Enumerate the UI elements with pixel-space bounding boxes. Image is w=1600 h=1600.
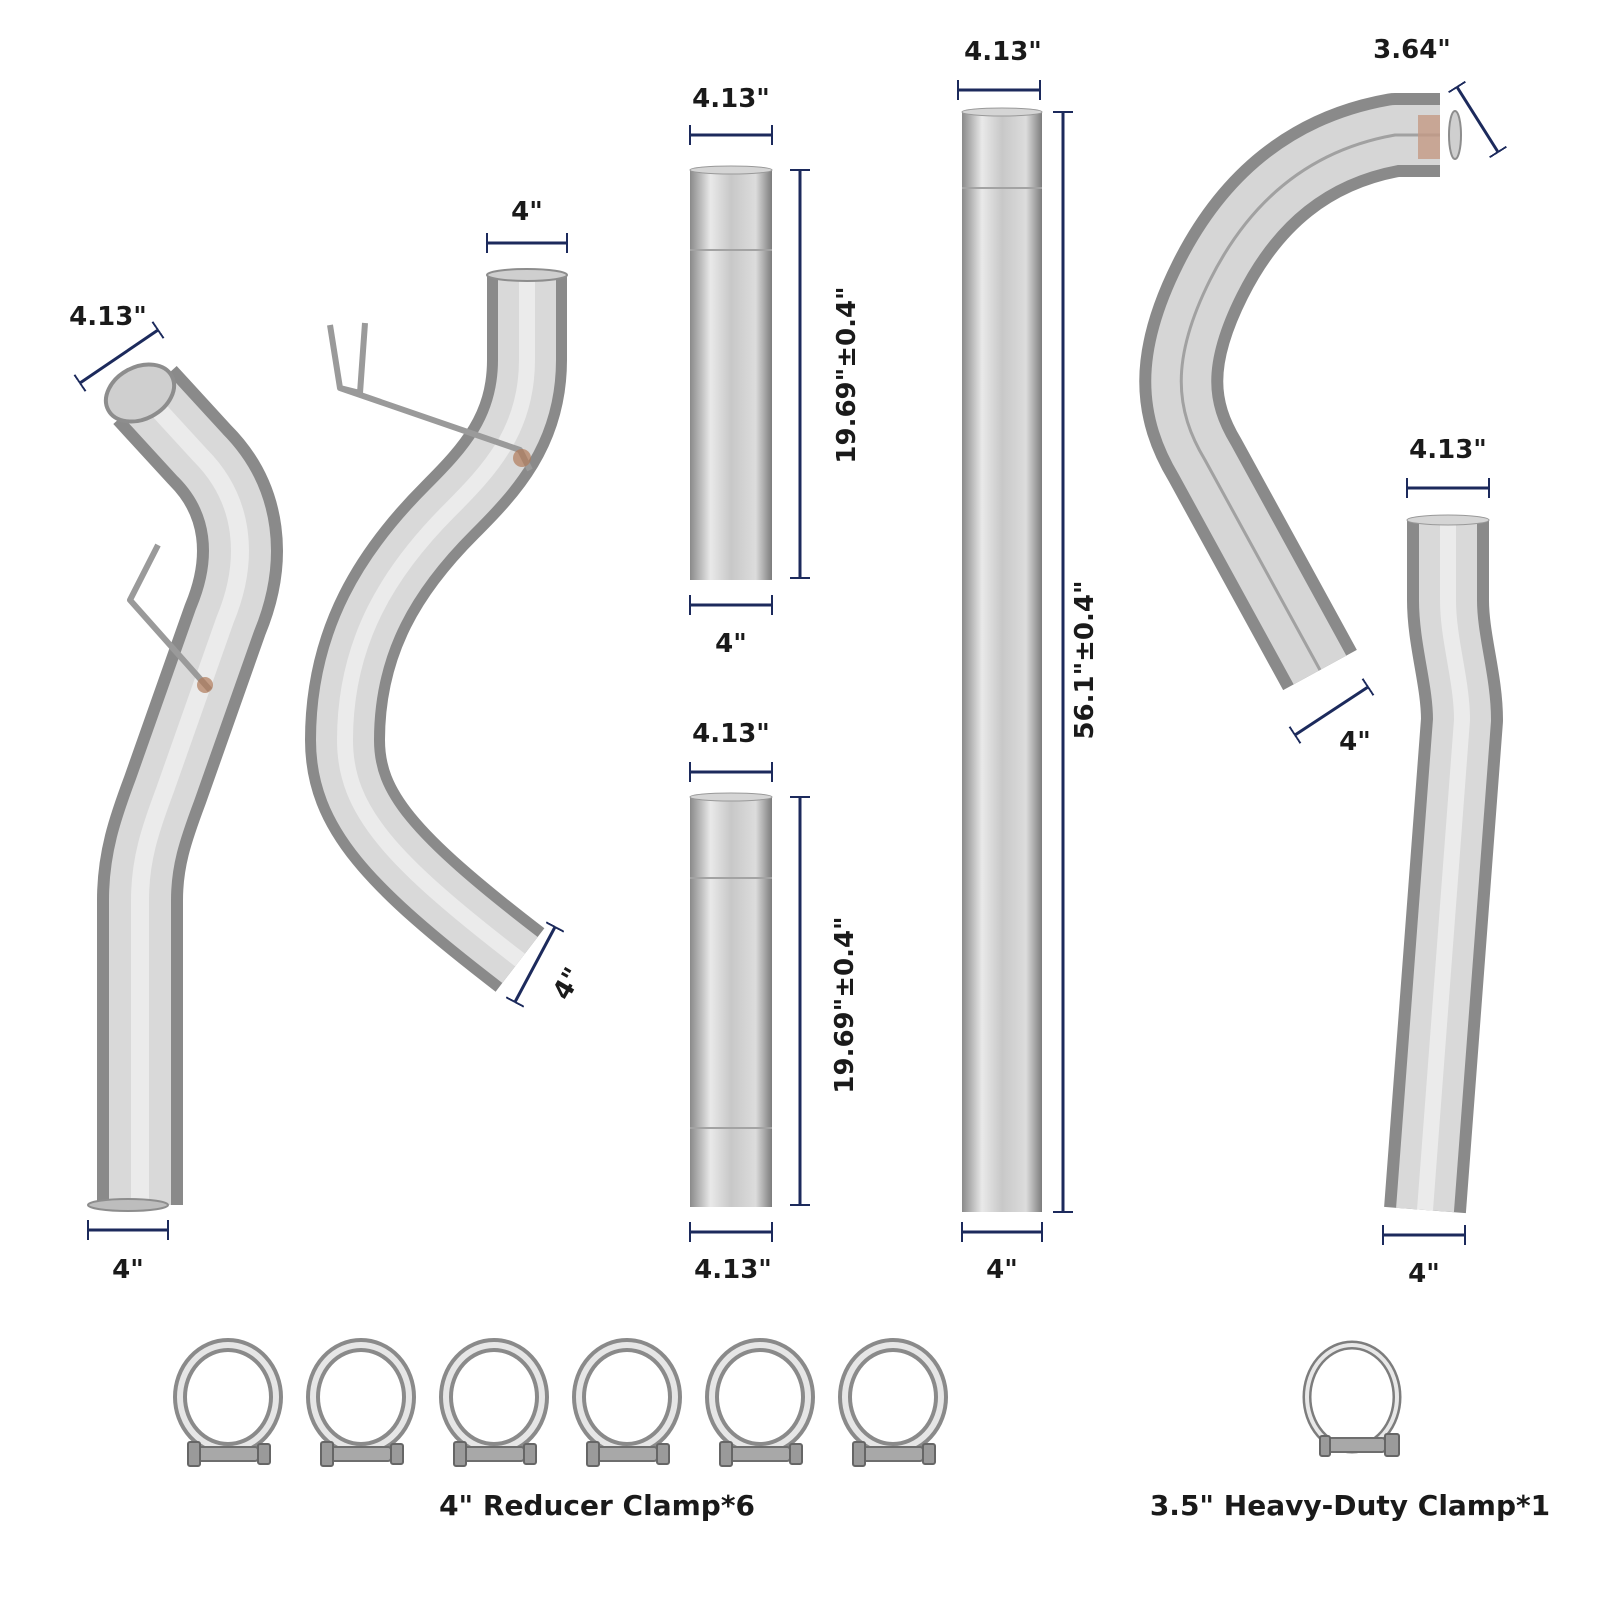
dimension-label-bottom: 4" <box>1408 1259 1440 1289</box>
dimension-label-top: 4.13" <box>69 302 147 332</box>
dimension-line-end <box>1288 678 1375 744</box>
dimension-line-top <box>73 321 165 392</box>
dimension-label-top: 4.13" <box>692 719 770 749</box>
dimension-label-end: 4" <box>1339 727 1371 757</box>
clamp-nut <box>187 1441 201 1467</box>
tailpipe: 4.13" 4" <box>1382 435 1503 1289</box>
straight-pipe-short-2: 4.13" 19.69"±0.4" 4.13" <box>689 719 860 1285</box>
clamp-nut <box>390 1443 404 1465</box>
clamp-nut <box>719 1441 733 1467</box>
dimension-label-bottom: 4" <box>715 629 747 659</box>
straight-pipe-long: 4.13" 56.1"±0.4" 4" <box>957 37 1100 1285</box>
clamp-nut <box>453 1441 467 1467</box>
clamp-nut <box>1384 1433 1400 1457</box>
reducer-clamp-group <box>173 1338 948 1467</box>
pipe-opening <box>486 268 568 282</box>
reducer-clamp <box>173 1338 283 1467</box>
clamp-band-highlight <box>443 1342 545 1452</box>
dimension-label-length: 19.69"±0.4" <box>830 916 860 1093</box>
clamp-nut <box>789 1443 803 1465</box>
clamp-bolt <box>862 1446 924 1462</box>
clamp-band-highlight <box>310 1342 412 1452</box>
pipe-body <box>690 797 772 1207</box>
reducer-clamp <box>705 1338 815 1467</box>
dimension-label-bottom: 4.13" <box>694 1255 772 1285</box>
clamp-bolt <box>463 1446 525 1462</box>
clamp-band-highlight <box>177 1342 279 1452</box>
clamp-nut <box>523 1443 537 1465</box>
clamp-nut <box>320 1441 334 1467</box>
clamp-nut <box>852 1441 866 1467</box>
clamp-nut <box>656 1443 670 1465</box>
dimension-label-length: 19.69"±0.4" <box>832 286 862 463</box>
dimension-line-top <box>1448 80 1507 159</box>
hanger-rod <box>127 543 213 692</box>
clamp-bolt <box>1324 1437 1386 1453</box>
clamp-bolt <box>596 1446 658 1462</box>
heavy-duty-clamp <box>1302 1340 1402 1457</box>
dimension-label-top: 4.13" <box>1409 435 1487 465</box>
dimension-label-top: 4.13" <box>692 84 770 114</box>
reducer-clamp <box>439 1338 549 1467</box>
clamp-bolt <box>330 1446 392 1462</box>
heavy-duty-clamp-caption: 3.5" Heavy-Duty Clamp*1 <box>1150 1489 1550 1522</box>
reducer-clamp-caption: 4" Reducer Clamp*6 <box>439 1489 755 1522</box>
weld-spot <box>513 449 531 467</box>
bent-pipe-with-hanger-2: 4" 4" <box>305 197 589 1008</box>
clamp-bolt <box>729 1446 791 1462</box>
pipe-opening <box>1448 110 1462 160</box>
dimension-label-bottom: 4" <box>112 1255 144 1285</box>
weld-spot <box>197 677 213 693</box>
reducer-clamp <box>572 1338 682 1467</box>
reducer-clamp <box>838 1338 948 1467</box>
pipe-body <box>962 112 1042 1212</box>
dimension-label-top: 4" <box>511 197 543 227</box>
dimension-label-top: 4.13" <box>964 37 1042 67</box>
dimension-label-bottom: 4" <box>986 1255 1018 1285</box>
dimension-label-end: 4" <box>547 963 589 1005</box>
dimension-line-end <box>505 921 565 1008</box>
reducer-clamp <box>306 1338 416 1467</box>
clamp-nut <box>586 1441 600 1467</box>
clamp-nut <box>257 1443 271 1465</box>
weld-band <box>1418 115 1440 159</box>
clamp-band-highlight <box>842 1342 944 1452</box>
dimension-label-length: 56.1"±0.4" <box>1070 580 1100 739</box>
dimension-label-top: 3.64" <box>1373 35 1451 65</box>
pipe-bottom-end <box>87 1198 169 1212</box>
clamp-nut <box>922 1443 936 1465</box>
pipe-body <box>690 170 772 580</box>
clamp-band-highlight <box>576 1342 678 1452</box>
clamp-bolt <box>197 1446 259 1462</box>
straight-pipe-short-1: 4.13" 19.69"±0.4" 4" <box>689 84 862 659</box>
elbow-pipe: 3.64" 4" <box>1139 35 1507 757</box>
clamp-band-highlight <box>709 1342 811 1452</box>
bent-pipe-with-hanger-1: 4.13" 4" <box>69 302 283 1285</box>
